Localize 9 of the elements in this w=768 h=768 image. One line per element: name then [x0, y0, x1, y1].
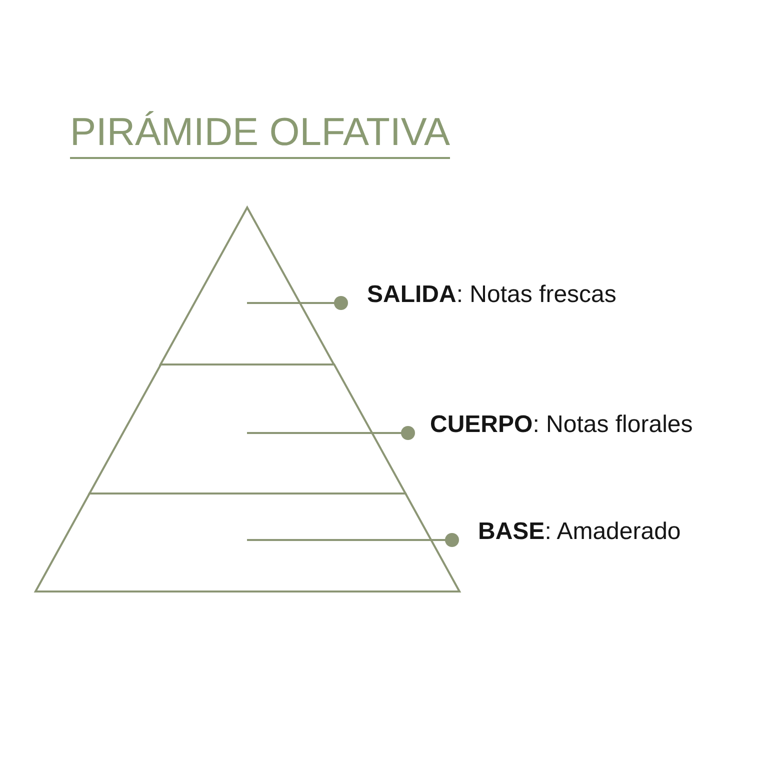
leader-line: [247, 426, 415, 440]
tier-label: SALIDA: Notas frescas: [367, 281, 616, 309]
pyramid-middle-tier: [88, 362, 406, 494]
leader-line: [247, 296, 348, 310]
pyramid-top-tier: [158, 206, 336, 366]
tier-label: CUERPO: Notas florales: [430, 411, 693, 439]
pyramid-base-tier: [34, 492, 460, 592]
tier-label: BASE: Amaderado: [478, 518, 681, 546]
title: PIRÁMIDE OLFATIVA: [70, 110, 450, 159]
